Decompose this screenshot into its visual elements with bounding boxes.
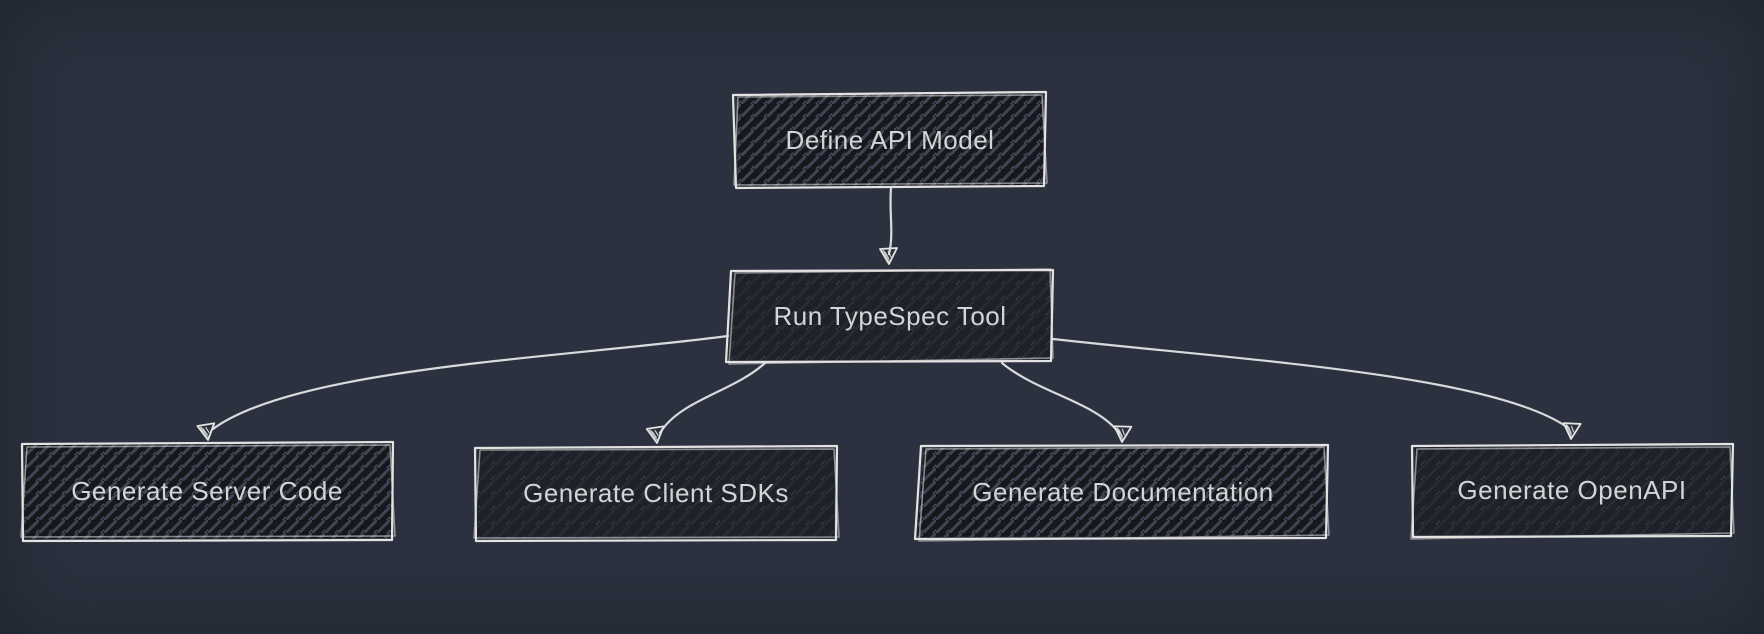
arrowhead-icon (196, 422, 217, 442)
node-generate-client-sdks: Generate Client SDKs (473, 444, 840, 543)
edge-run-to-openapi (1051, 337, 1569, 429)
node-run-typespec-tool: Run TypeSpec Tool (724, 268, 1055, 365)
node-label: Define API Model (786, 125, 995, 155)
node-label: Run TypeSpec Tool (773, 301, 1006, 331)
edge-run-to-documentation (1000, 361, 1121, 435)
node-label: Generate Server Code (71, 476, 343, 506)
arrowhead-icon (1561, 421, 1582, 441)
arrowhead-icon (645, 425, 666, 445)
node-define-api-model: Define API Model (731, 90, 1048, 190)
node-label: Generate Documentation (972, 477, 1274, 507)
edges-layer (196, 186, 1582, 445)
node-label: Generate OpenAPI (1457, 475, 1686, 505)
edge-run-to-client-sdks (658, 361, 767, 435)
arrowhead-icon (1112, 424, 1133, 444)
edge-define-to-run (887, 186, 893, 256)
node-generate-server-code: Generate Server Code (20, 440, 396, 543)
node-generate-documentation: Generate Documentation (913, 443, 1330, 542)
arrowhead-icon (879, 247, 898, 265)
edge-run-to-server-code (211, 334, 730, 431)
node-generate-openapi: Generate OpenAPI (1410, 442, 1735, 540)
node-label: Generate Client SDKs (523, 478, 789, 508)
